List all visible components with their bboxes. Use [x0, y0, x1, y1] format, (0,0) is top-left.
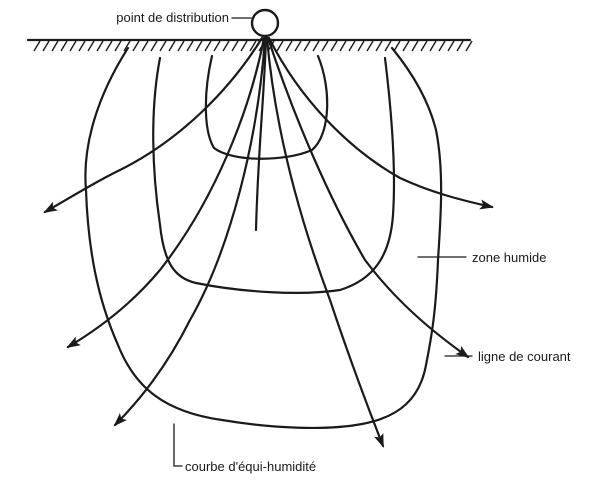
hatch-mark	[151, 41, 157, 51]
label-flow-line: ligne de courant	[478, 349, 571, 364]
hatch-mark	[394, 41, 400, 51]
hatch-mark	[376, 41, 382, 51]
hatch-mark	[79, 41, 85, 51]
ground-hatching	[34, 41, 472, 51]
leader-lines	[174, 18, 472, 466]
hatch-mark	[223, 41, 229, 51]
hatch-mark	[448, 41, 454, 51]
equi-moisture-curve-inner	[206, 56, 327, 159]
hatch-mark	[439, 41, 445, 51]
hatch-mark	[43, 41, 49, 51]
hatch-mark	[412, 41, 418, 51]
ground-surface	[28, 40, 472, 51]
hatch-mark	[457, 41, 463, 51]
hatch-mark	[160, 41, 166, 51]
hatch-mark	[349, 41, 355, 51]
hatch-mark	[70, 41, 76, 51]
hatch-mark	[115, 41, 121, 51]
hatch-mark	[295, 41, 301, 51]
hatch-mark	[358, 41, 364, 51]
hatch-mark	[385, 41, 391, 51]
hatch-mark	[277, 41, 283, 51]
hatch-mark	[430, 41, 436, 51]
hatch-mark	[466, 41, 472, 51]
label-wet-zone: zone humide	[472, 250, 546, 265]
label-equi-moisture-curve: courbe d'équi-humidité	[185, 459, 316, 474]
flow-line	[115, 38, 265, 425]
hatch-mark	[331, 41, 337, 51]
hatch-mark	[169, 41, 175, 51]
hatch-mark	[232, 41, 238, 51]
hatch-mark	[196, 41, 202, 51]
hatch-mark	[97, 41, 103, 51]
hatch-mark	[34, 41, 40, 51]
hatch-mark	[61, 41, 67, 51]
hatch-mark	[178, 41, 184, 51]
hatch-mark	[340, 41, 346, 51]
flow-line	[68, 38, 264, 347]
hatch-mark	[286, 41, 292, 51]
hatch-mark	[52, 41, 58, 51]
hatch-mark	[367, 41, 373, 51]
flow-line	[267, 38, 383, 446]
hatch-mark	[205, 41, 211, 51]
hatch-mark	[187, 41, 193, 51]
hatch-mark	[421, 41, 427, 51]
hatch-mark	[142, 41, 148, 51]
hatch-mark	[214, 41, 220, 51]
hatch-mark	[88, 41, 94, 51]
hatch-mark	[106, 41, 112, 51]
hatch-mark	[322, 41, 328, 51]
hatch-mark	[304, 41, 310, 51]
hatch-mark	[133, 41, 139, 51]
label-distribution-point: point de distribution	[116, 10, 229, 25]
flow-line	[269, 38, 492, 207]
hatch-mark	[241, 41, 247, 51]
hatch-mark	[403, 41, 409, 51]
hatch-mark	[313, 41, 319, 51]
leader-iso-curve	[174, 424, 182, 466]
distribution-point	[252, 10, 278, 36]
